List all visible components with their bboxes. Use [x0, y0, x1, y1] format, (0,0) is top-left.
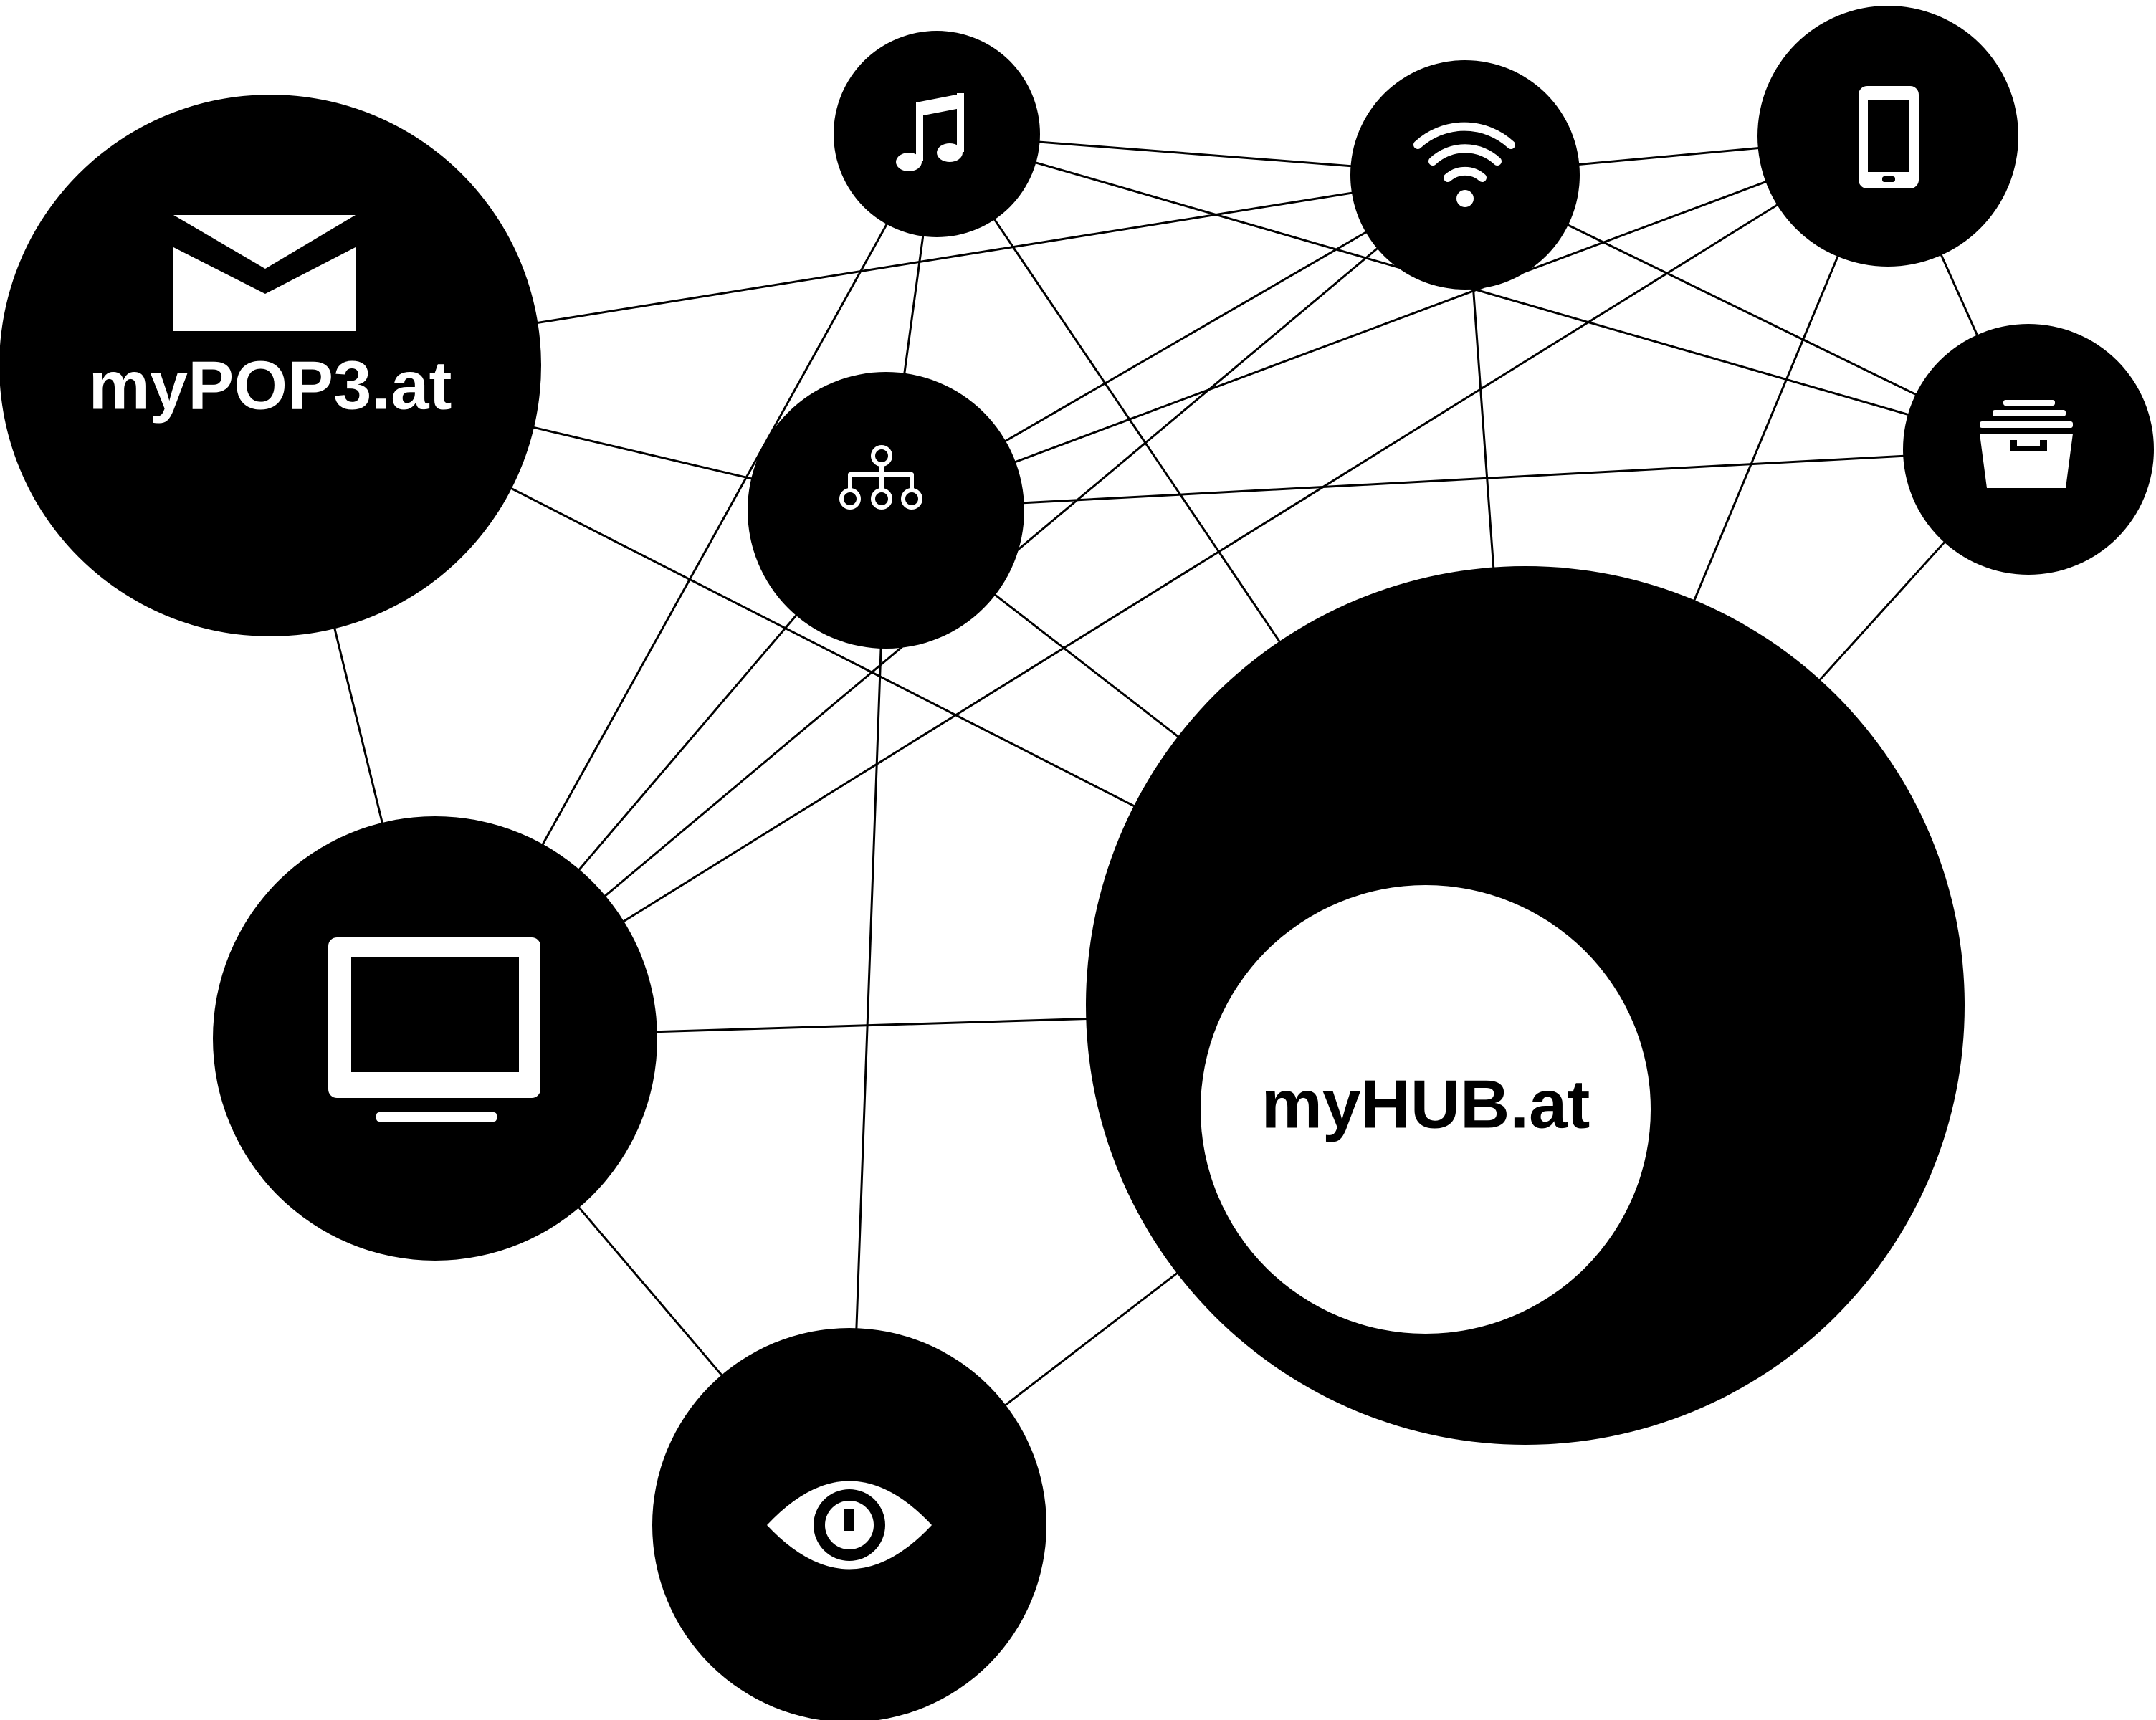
monitor-icon [328, 937, 540, 1122]
node-eye [652, 1328, 1046, 1720]
network-tree-icon [839, 445, 922, 510]
eye-icon [767, 1481, 932, 1570]
node-archive [1903, 324, 2154, 575]
smartphone-icon [1859, 86, 1919, 188]
envelope-icon [173, 215, 356, 331]
node-mypop3: myPOP3.at [0, 95, 541, 636]
archive-box-icon [1980, 400, 2073, 488]
node-myhub: myHUB.at [1086, 566, 1965, 1445]
node-music [834, 31, 1040, 237]
node-wifi [1350, 60, 1580, 290]
edge-music-archive [936, 133, 2029, 451]
node-monitor [213, 816, 657, 1261]
wifi-icon [1413, 122, 1515, 207]
node-label-myhub: myHUB.at [1261, 1066, 1590, 1142]
edge-archive-network [885, 448, 2029, 512]
music-note-icon [896, 93, 964, 171]
node-label-mypop3: myPOP3.at [89, 347, 452, 424]
edge-phone-monitor [434, 135, 1889, 1040]
node-network [748, 372, 1024, 649]
node-smartphone [1757, 6, 2018, 267]
edge-phone-network [885, 135, 1889, 512]
